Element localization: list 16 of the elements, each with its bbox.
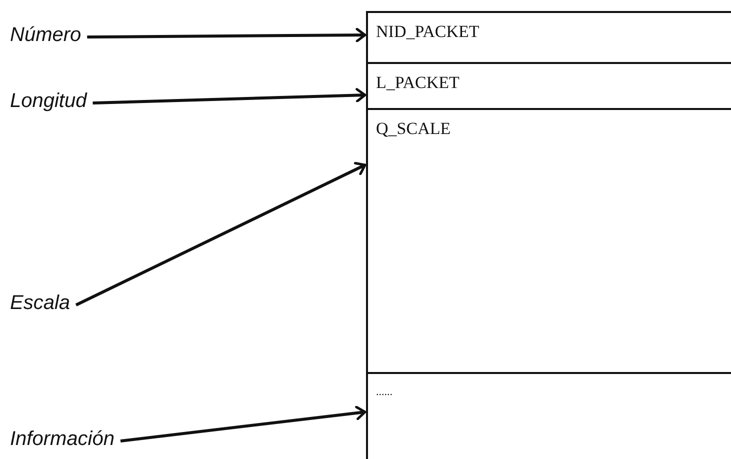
table-row bbox=[366, 11, 731, 62]
field-label: Longitud bbox=[10, 89, 87, 113]
field-label: Información bbox=[10, 427, 114, 451]
table-row bbox=[366, 108, 731, 372]
table-row bbox=[366, 62, 731, 108]
field-name: NID_PACKET bbox=[376, 22, 480, 42]
arrow bbox=[87, 28, 366, 42]
field-label: Número bbox=[10, 23, 82, 47]
table-row bbox=[366, 372, 731, 459]
field-label: Escala bbox=[10, 291, 70, 315]
field-name: L_PACKET bbox=[376, 73, 460, 93]
ellipsis-text: ...... bbox=[376, 386, 392, 398]
arrow bbox=[92, 88, 366, 104]
arrow bbox=[120, 406, 366, 442]
field-name: Q_SCALE bbox=[376, 119, 451, 139]
arrow bbox=[75, 162, 366, 306]
